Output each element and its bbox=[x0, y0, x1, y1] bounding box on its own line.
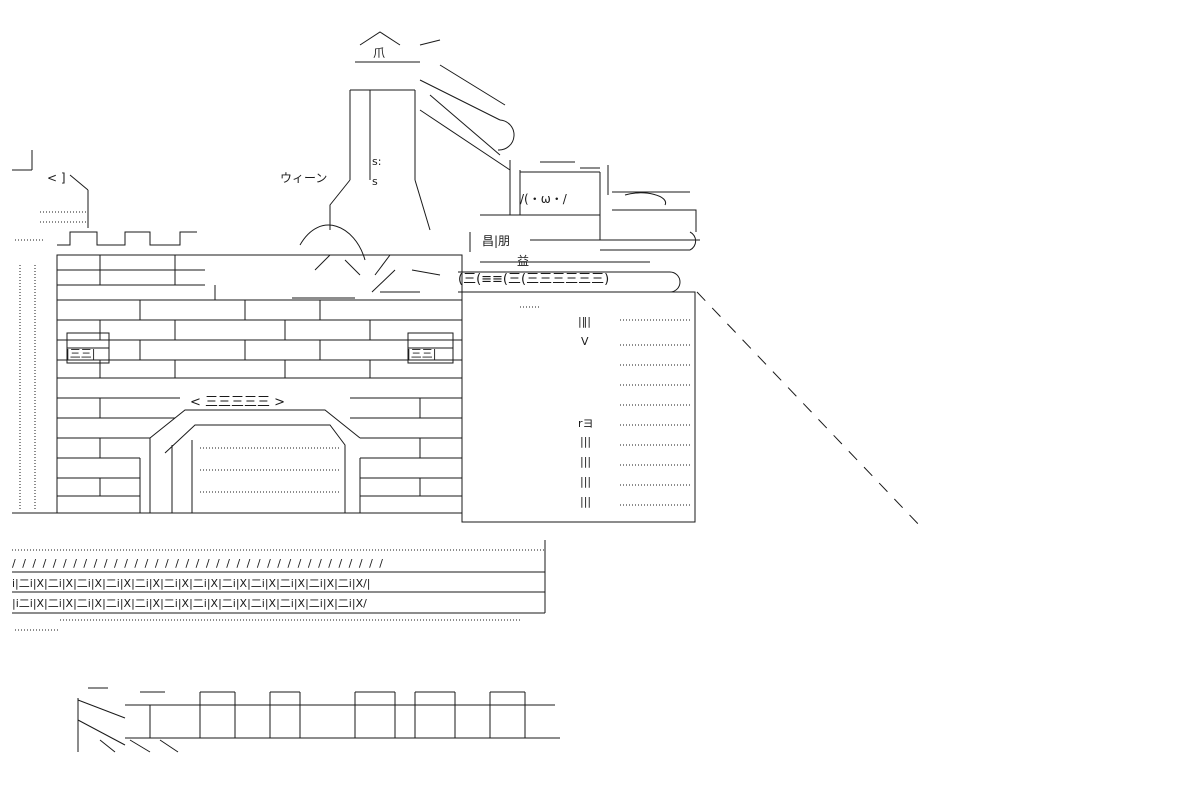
castle-gate bbox=[139, 409, 361, 513]
excavator-treads bbox=[458, 271, 690, 293]
tower-mark-1: |‖| bbox=[578, 315, 591, 328]
shovel-mark-1: s: bbox=[372, 155, 382, 168]
cab-text-1: 昌|朋 bbox=[482, 234, 511, 248]
tower-mark-3: rヨ bbox=[578, 417, 594, 430]
tower-char-3: ||| bbox=[580, 475, 592, 488]
window-mark-right: |三三| bbox=[407, 347, 437, 360]
tower-char-4: ||| bbox=[580, 495, 592, 508]
bridge-row-2: i|二i|X|二i|X|二i|X|二i|X|二i|X|二i|X|二i|X|二i|… bbox=[12, 577, 371, 590]
sound-effect-label: ウィーン bbox=[280, 171, 328, 185]
tower-char-1: ||| bbox=[580, 435, 592, 448]
tower-mark-2: V bbox=[581, 335, 589, 348]
gate-banner: < 三三三三三 > bbox=[190, 395, 286, 410]
excavator-arm bbox=[299, 31, 515, 293]
castle-wall bbox=[12, 231, 463, 514]
speech-bubble: < ] bbox=[47, 171, 66, 185]
tower-char-2: ||| bbox=[580, 455, 592, 468]
bridge-row-1: / / / / / / / / / / / / / / / / / / / / … bbox=[12, 557, 385, 570]
bridge bbox=[12, 540, 546, 631]
castle-tower bbox=[461, 291, 923, 529]
face-glyph: /(・ω・/ bbox=[520, 192, 567, 206]
roller-label: (三(≡≡(三(三三三三三三) bbox=[458, 272, 610, 287]
shovel-mark-2: s bbox=[372, 175, 378, 188]
cab-text-2: 益 bbox=[517, 254, 530, 268]
top-glyph: 爪 bbox=[373, 46, 386, 60]
window-mark-left: |三三| bbox=[66, 347, 96, 360]
left-post bbox=[12, 150, 89, 241]
bridge-row-3: |i二i|X|二i|X|二i|X|二i|X|二i|X|二i|X|二i|X|二i|… bbox=[12, 597, 367, 610]
lower-fence bbox=[77, 687, 560, 753]
excavator-cab bbox=[469, 160, 700, 263]
